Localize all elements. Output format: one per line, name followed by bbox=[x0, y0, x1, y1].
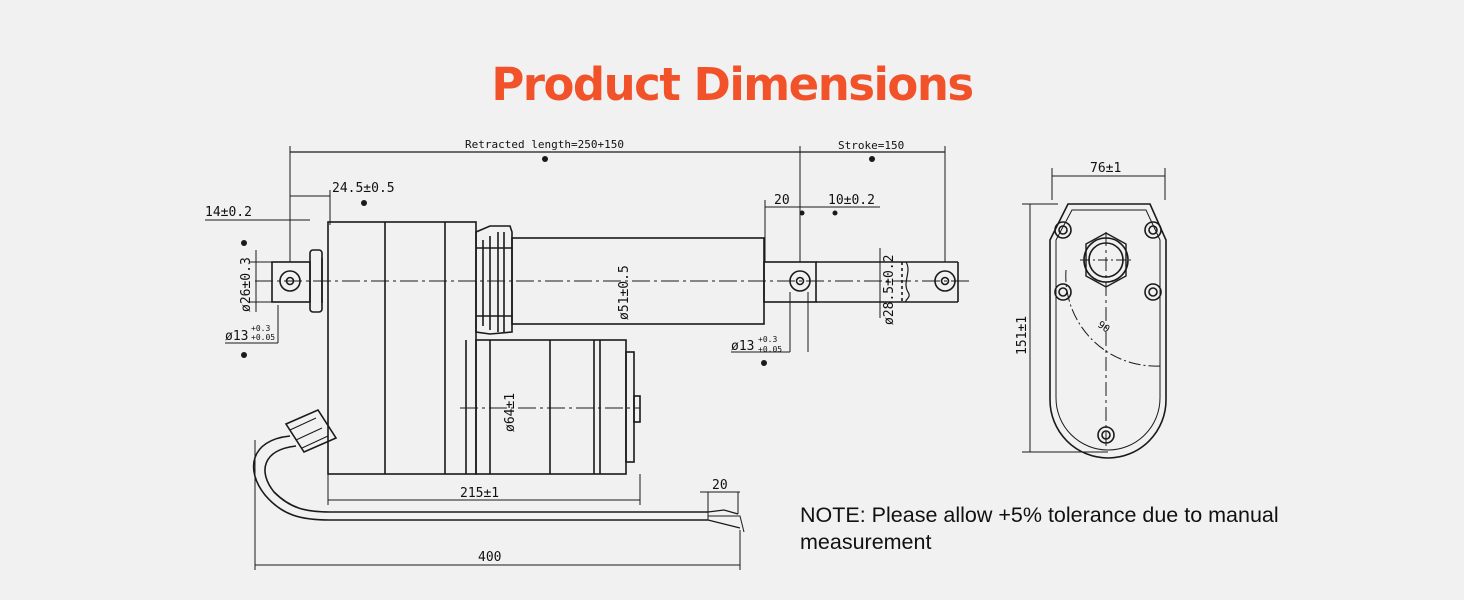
dim-51-label: ø51±0.5 bbox=[617, 265, 632, 320]
dim-13-left-tol-bottom: +0.05 bbox=[251, 333, 275, 342]
dim-13-right-tol-top: +0.3 bbox=[758, 335, 777, 344]
dim-13-right-tol-bottom: +0.05 bbox=[758, 345, 782, 354]
dim-215-label: 215±1 bbox=[460, 486, 499, 501]
dim-400-label: 400 bbox=[478, 550, 501, 565]
dim-26-label: ø26±0.3 bbox=[239, 257, 254, 312]
tolerance-note: NOTE: Please allow +5% tolerance due to … bbox=[800, 503, 1279, 554]
dim-13-left-tol-top: +0.3 bbox=[251, 324, 270, 333]
end-view: 76±1 151±1 90 bbox=[1015, 161, 1167, 459]
dim-24-5-label: 24.5±0.5 bbox=[332, 181, 395, 196]
dim-76-label: 76±1 bbox=[1090, 161, 1121, 176]
dim-13-left-label: ø13 bbox=[225, 329, 248, 344]
side-view: Retracted length=250+150 Stroke=150 24.5… bbox=[205, 138, 972, 570]
dim-151-label: 151±1 bbox=[1015, 316, 1030, 355]
page-title: Product Dimensions bbox=[491, 58, 974, 111]
dim-28-5-label: ø28.5±0.2 bbox=[882, 255, 897, 325]
dim-13-right-label: ø13 bbox=[731, 339, 754, 354]
angle-90-label: 90 bbox=[1095, 319, 1111, 335]
stroke-label: Stroke=150 bbox=[838, 139, 904, 152]
dim-10-label: 10±0.2 bbox=[828, 193, 875, 208]
dim-20-top-label: 20 bbox=[774, 193, 790, 208]
retracted-length-label: Retracted length=250+150 bbox=[465, 138, 624, 151]
dim-20-cable-label: 20 bbox=[712, 478, 728, 493]
dim-14-label: 14±0.2 bbox=[205, 205, 252, 220]
dim-64-label: ø64±1 bbox=[503, 393, 518, 432]
